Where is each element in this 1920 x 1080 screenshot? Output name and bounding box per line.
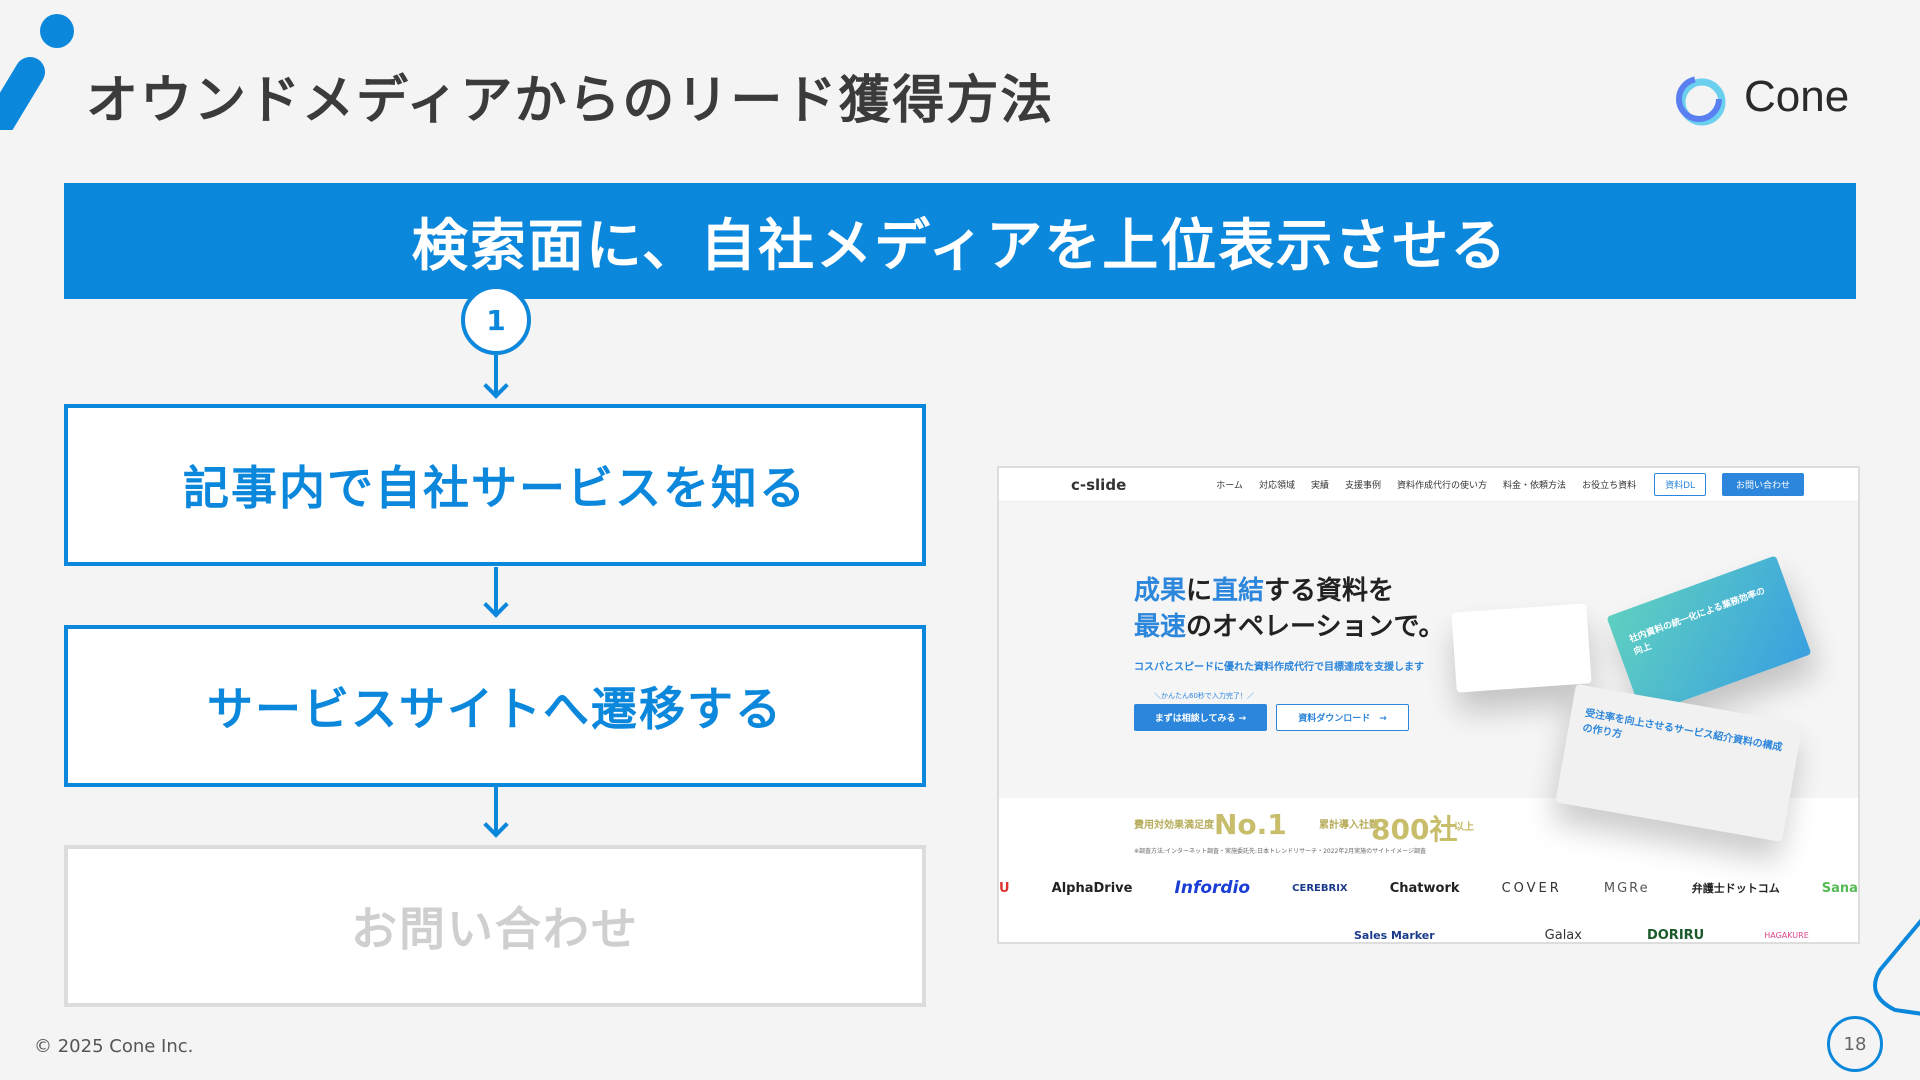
- cta-download-button: 資料ダウンロード →: [1276, 704, 1409, 731]
- step-box-inquiry: お問い合わせ: [64, 845, 926, 1007]
- client-logo: COVER: [1501, 880, 1562, 896]
- arrow-down-icon: [494, 787, 498, 832]
- award2-suffix: 以上: [1454, 822, 1474, 833]
- page-number: 18: [1827, 1016, 1883, 1072]
- client-logo: U: [999, 880, 1010, 896]
- client-logo: HAGAKURE: [1764, 931, 1809, 940]
- nav-item: お役立ち資料: [1582, 481, 1637, 491]
- hero-subtitle: コスパとスピードに優れた資料作成代行で目標達成を支援します: [1134, 662, 1424, 673]
- arrow-down-icon: [494, 355, 498, 393]
- nav-item: 対応領域: [1258, 481, 1295, 491]
- client-logo: 弁護士ドットコム: [1691, 882, 1780, 895]
- hero-heading-line1: 成果に直結する資料を: [1134, 576, 1395, 606]
- cone-logo-icon: [1676, 76, 1726, 126]
- hero-heading-line2: 最速のオペレーションで。: [1134, 612, 1445, 642]
- award2-label: 累計導入社数: [1319, 820, 1379, 831]
- award1-label: 費用対効果満足度: [1134, 820, 1214, 831]
- client-logo: DORIRU: [1646, 928, 1705, 943]
- page-title: オウンドメディアからのリード獲得方法: [86, 71, 1055, 131]
- nav-item: 支援事例: [1345, 481, 1382, 491]
- client-logo: AlphaDrive: [1051, 880, 1133, 896]
- client-logos-row1: U AlphaDrive Infordio CEREBRIX Chatwork …: [999, 878, 1858, 898]
- decorative-arc-icon: [1873, 918, 1920, 1016]
- slide-mockup-card1: 社内資料の統一化による業務効率の向上: [1606, 555, 1812, 716]
- nav-contact-button: お問い合わせ: [1722, 473, 1805, 496]
- copyright: © 2025 Cone Inc.: [34, 1036, 194, 1057]
- nav-item: 実績: [1311, 481, 1330, 491]
- client-logo: Sana: [1821, 880, 1858, 896]
- nav-item: ホーム: [1216, 481, 1243, 491]
- nav-item: 資料作成代行の使い方: [1397, 481, 1488, 491]
- client-logo: Galax: [1544, 928, 1582, 943]
- cta-consult-button: まずは相談してみる →: [1134, 704, 1267, 731]
- hero-note: ＼かんたん60秒で入力完了！／: [1154, 692, 1254, 700]
- step-box-visit-site: サービスサイトへ遷移する: [64, 625, 926, 787]
- client-logo: Infordio: [1174, 878, 1251, 898]
- step-number-badge: 1: [461, 285, 531, 355]
- arrow-down-icon: [494, 567, 498, 612]
- decorative-slash-icon: [0, 14, 74, 130]
- website-screenshot: c-slide ホーム 対応領域 実績 支援事例 資料作成代行の使い方 料金・依…: [997, 466, 1860, 944]
- client-logo: CEREBRIX: [1292, 882, 1348, 894]
- award2-value: 800社: [1371, 813, 1458, 846]
- website-brand: c-slide: [1071, 475, 1127, 494]
- website-nav: c-slide ホーム 対応領域 実績 支援事例 資料作成代行の使い方 料金・依…: [999, 468, 1858, 502]
- slide-mockup: [1451, 603, 1592, 693]
- client-logo: MGRe: [1603, 880, 1650, 896]
- nav-download-button: 資料DL: [1654, 473, 1707, 496]
- headline-banner: 検索面に、自社メディアを上位表示させる: [64, 183, 1856, 299]
- client-logo: Chatwork: [1389, 880, 1460, 896]
- cone-logo-text: Cone: [1744, 72, 1850, 121]
- award1-value: No.1: [1214, 808, 1287, 841]
- client-logos-row2: Sales Marker Galax DORIRU HAGAKURE: [999, 928, 1858, 943]
- nav-item: 料金・依頼方法: [1503, 481, 1567, 491]
- step-box-learn-service: 記事内で自社サービスを知る: [64, 404, 926, 566]
- award-disclaimer: ※調査方法:インターネット調査・実施委託先:日本トレンドリサーチ・2022年2月…: [1134, 848, 1427, 855]
- client-logo: Sales Marker: [1354, 929, 1435, 942]
